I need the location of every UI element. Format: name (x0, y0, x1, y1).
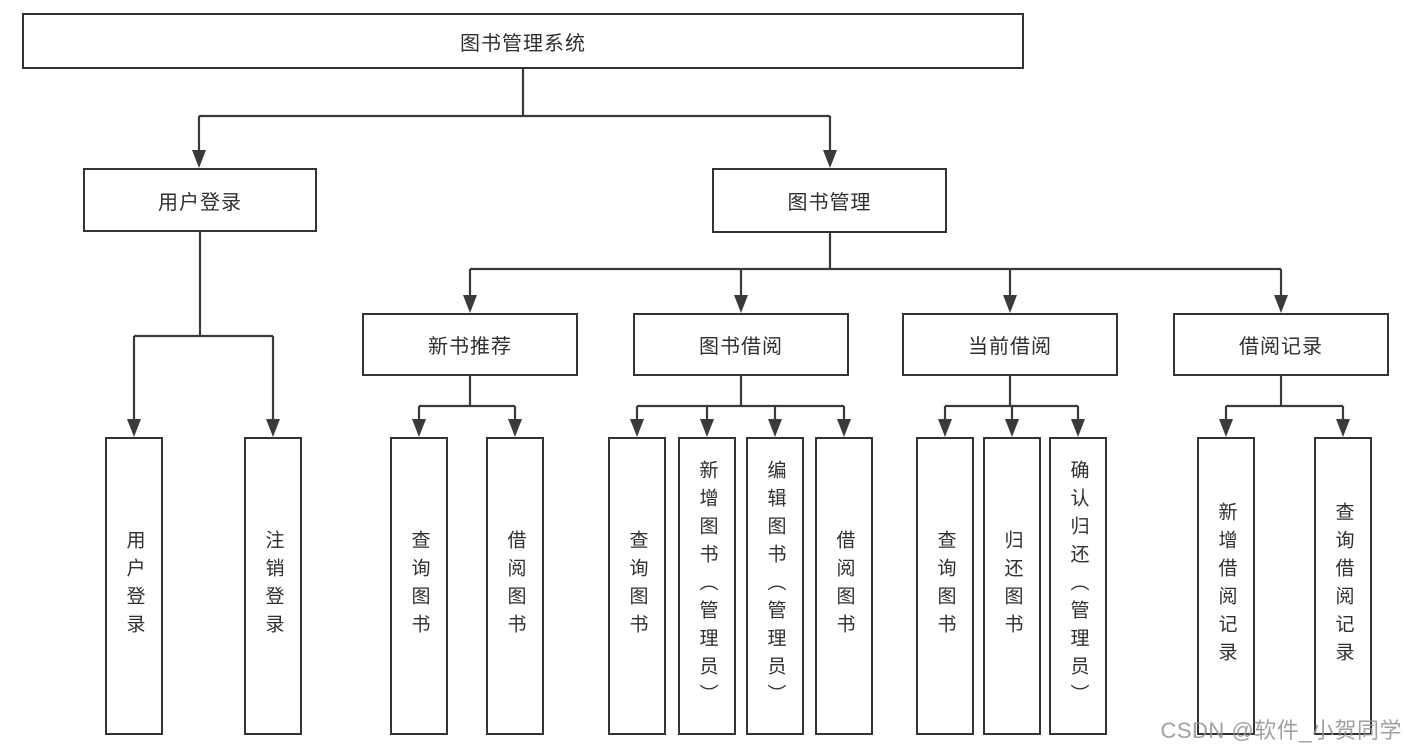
leaf-logout-label: 注销登录 (262, 530, 284, 642)
node-borrow-records-label: 借阅记录 (1239, 336, 1323, 358)
node-current-borrow-label: 当前借阅 (968, 336, 1052, 358)
arrow-down-icon (412, 419, 426, 437)
arrow-down-icon (1274, 295, 1288, 313)
leaf-query-books-borrow: 查询图书 (608, 437, 666, 735)
connector-borrow-records-children (1219, 376, 1350, 437)
arrow-down-icon (266, 419, 280, 437)
leaf-user-login: 用户登录 (105, 437, 163, 735)
node-borrow-records: 借阅记录 (1173, 313, 1389, 376)
arrow-down-icon (837, 419, 851, 437)
arrow-down-icon (700, 419, 714, 437)
arrow-down-icon (768, 419, 782, 437)
arrow-down-icon (1071, 419, 1085, 437)
leaf-add-borrow-record: 新增借阅记录 (1197, 437, 1255, 735)
node-user-login: 用户登录 (83, 168, 317, 232)
leaf-confirm-return-admin: 确认归还（管理员） (1049, 437, 1107, 735)
connector-book-borrow-children (630, 376, 851, 437)
node-root: 图书管理系统 (22, 13, 1024, 69)
leaf-query-books-borrow-label: 查询图书 (626, 530, 648, 642)
arrow-down-icon (1219, 419, 1233, 437)
node-new-book-recommend-label: 新书推荐 (428, 336, 512, 358)
leaf-query-books-current: 查询图书 (916, 437, 974, 735)
leaf-add-book-admin-label: 新增图书（管理员） (696, 460, 718, 712)
csdn-watermark: CSDN @软件_小贺同学 (1160, 718, 1402, 743)
arrow-down-icon (508, 419, 522, 437)
node-book-management: 图书管理 (712, 168, 947, 233)
connector-root-to-level2 (192, 69, 837, 168)
node-current-borrow: 当前借阅 (902, 313, 1118, 376)
arrow-down-icon (734, 295, 748, 313)
leaf-confirm-return-admin-label: 确认归还（管理员） (1067, 460, 1089, 712)
leaf-query-books-recommend: 查询图书 (390, 437, 448, 735)
leaf-return-books: 归还图书 (983, 437, 1041, 735)
leaf-edit-book-admin-label: 编辑图书（管理员） (764, 460, 786, 712)
arrow-down-icon (938, 419, 952, 437)
arrow-down-icon (823, 150, 837, 168)
leaf-query-books-current-label: 查询图书 (934, 530, 956, 642)
connector-new-book-recommend-children (412, 376, 522, 437)
leaf-user-login-label: 用户登录 (123, 530, 145, 642)
leaf-return-books-label: 归还图书 (1001, 530, 1023, 642)
leaf-borrow-books-recommend-label: 借阅图书 (504, 530, 526, 642)
leaf-add-borrow-record-label: 新增借阅记录 (1215, 502, 1237, 670)
leaf-borrow-books: 借阅图书 (815, 437, 873, 735)
arrow-down-icon (192, 150, 206, 168)
leaf-query-borrow-record-label: 查询借阅记录 (1332, 502, 1354, 670)
leaf-edit-book-admin: 编辑图书（管理员） (746, 437, 804, 735)
leaf-query-books-recommend-label: 查询图书 (408, 530, 430, 642)
node-book-management-label: 图书管理 (787, 192, 872, 214)
node-book-borrow: 图书借阅 (633, 313, 849, 376)
node-root-label: 图书管理系统 (460, 32, 586, 55)
leaf-logout: 注销登录 (244, 437, 302, 735)
node-book-borrow-label: 图书借阅 (699, 336, 783, 358)
arrow-down-icon (127, 419, 141, 437)
leaf-add-book-admin: 新增图书（管理员） (678, 437, 736, 735)
leaf-borrow-books-label: 借阅图书 (833, 530, 855, 642)
node-user-login-label: 用户登录 (158, 191, 242, 214)
arrow-down-icon (1003, 295, 1017, 313)
arrow-down-icon (463, 295, 477, 313)
arrow-down-icon (630, 419, 644, 437)
connector-user-login-children (127, 231, 280, 437)
arrow-down-icon (1336, 419, 1350, 437)
node-new-book-recommend: 新书推荐 (362, 313, 578, 376)
leaf-borrow-books-recommend: 借阅图书 (486, 437, 544, 735)
connector-book-management-children (463, 232, 1288, 313)
arrow-down-icon (1005, 419, 1019, 437)
leaf-query-borrow-record: 查询借阅记录 (1314, 437, 1372, 735)
connector-current-borrow-children (938, 376, 1085, 437)
